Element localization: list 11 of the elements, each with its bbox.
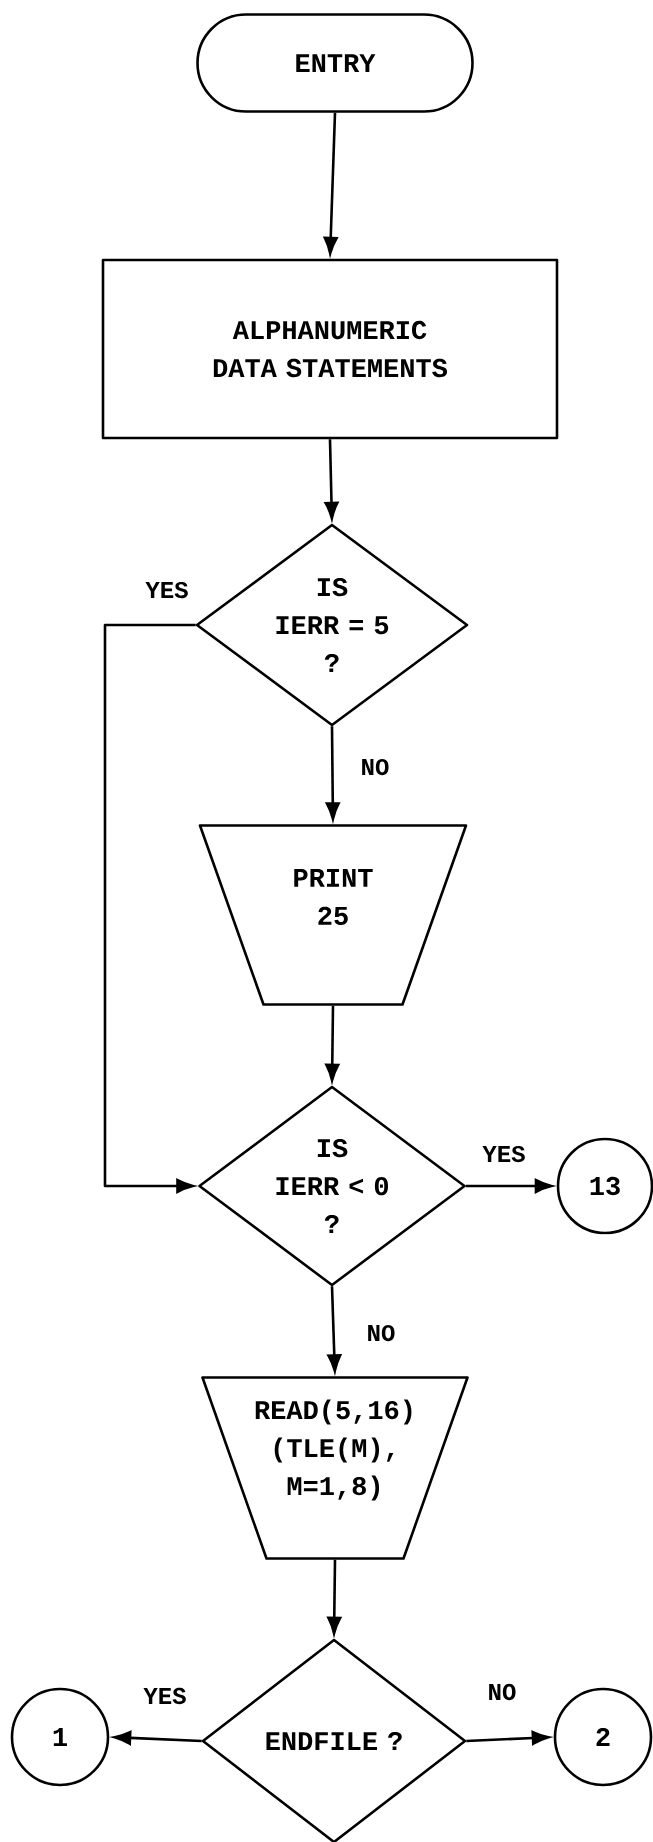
edge-label: NO: [365, 1323, 397, 1343]
edge-label: YES: [142, 1686, 188, 1706]
process-box: ALPHANUMERIC DATA STATEMENTS: [101, 258, 559, 440]
input-output-box: READ(5,16) (TLE(M), M=1,8): [201, 1376, 469, 1560]
input-output-box: PRINT 25: [198, 824, 468, 1006]
arrow: [103, 623, 196, 1194]
edge-label: YES: [144, 580, 190, 600]
edge-label: NO: [359, 757, 391, 777]
terminal-box: ENTRY: [196, 13, 474, 113]
edge-label: YES: [481, 1144, 527, 1164]
edge-label: NO: [486, 1682, 518, 1702]
